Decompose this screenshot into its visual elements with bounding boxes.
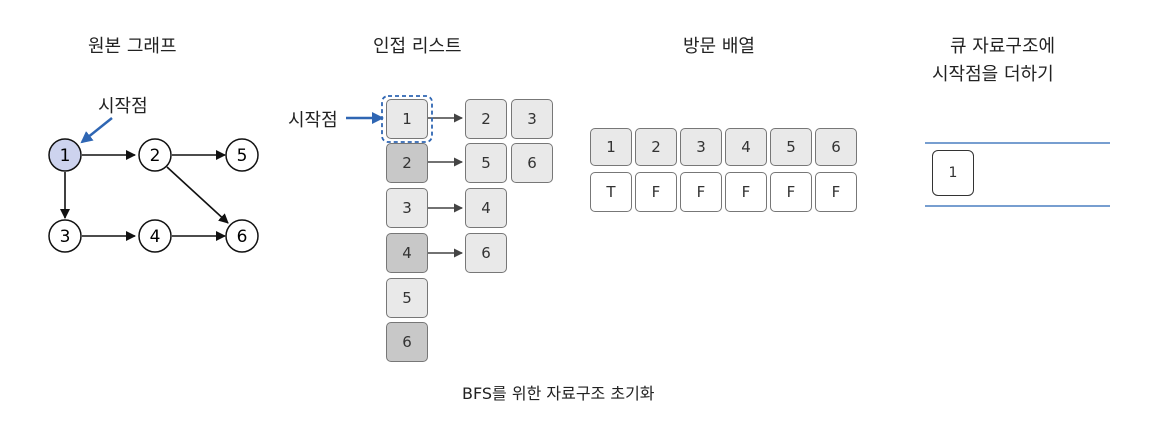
visited-value-3: F xyxy=(680,172,722,212)
visited-value-6: F xyxy=(815,172,857,212)
graph-node-4-label: 4 xyxy=(150,227,161,247)
graph-start-label: 시작점 xyxy=(98,96,148,117)
edge-2-6 xyxy=(166,166,229,224)
adj-start-label: 시작점 xyxy=(288,110,338,131)
visited-value-4: F xyxy=(725,172,767,212)
graph-node-6-label: 6 xyxy=(237,227,248,247)
graph-node-5 xyxy=(225,138,259,172)
figure-caption: BFS를 위한 자료구조 초기화 xyxy=(462,384,655,403)
visited-index-2: 2 xyxy=(635,128,677,166)
adjacency-title: 인접 리스트 xyxy=(373,36,462,57)
queue-item-1: 1 xyxy=(932,150,974,196)
graph-node-4 xyxy=(138,219,172,253)
graph-node-1-label: 1 xyxy=(60,146,71,166)
visited-index-6: 6 xyxy=(815,128,857,166)
queue-title-line2: 시작점을 더하기 xyxy=(932,64,1054,85)
graph-node-3 xyxy=(48,219,82,253)
adj-neighbor-2-5: 5 xyxy=(465,143,507,183)
graph-node-1 xyxy=(48,138,82,172)
graph-node-6 xyxy=(225,219,259,253)
visited-index-5: 5 xyxy=(770,128,812,166)
visited-title: 방문 배열 xyxy=(683,36,755,57)
adj-neighbor-2-6: 6 xyxy=(511,143,553,183)
visited-value-5: F xyxy=(770,172,812,212)
visited-value-1: T xyxy=(590,172,632,212)
adj-node-2: 2 xyxy=(386,143,428,183)
graph-title: 원본 그래프 xyxy=(88,36,177,57)
adj-node-6: 6 xyxy=(386,322,428,362)
graph-node-3-label: 3 xyxy=(60,227,71,247)
graph-node-2-label: 2 xyxy=(150,146,161,166)
visited-index-4: 4 xyxy=(725,128,767,166)
adj-node-1: 1 xyxy=(386,99,428,139)
adj-node-4: 4 xyxy=(386,233,428,273)
graph-node-5-label: 5 xyxy=(237,146,248,166)
visited-value-2: F xyxy=(635,172,677,212)
visited-index-1: 1 xyxy=(590,128,632,166)
adj-neighbor-1-3: 3 xyxy=(511,99,553,139)
adj-node-3: 3 xyxy=(386,188,428,228)
queue-title-line1: 큐 자료구조에 xyxy=(950,36,1056,57)
start-pointer-arrow xyxy=(80,117,113,144)
adj-neighbor-3-4: 4 xyxy=(465,188,507,228)
visited-index-3: 3 xyxy=(680,128,722,166)
adj-node-5: 5 xyxy=(386,278,428,318)
start-highlight-dashed xyxy=(381,95,433,143)
adj-neighbor-1-2: 2 xyxy=(465,99,507,139)
adj-neighbor-4-6: 6 xyxy=(465,233,507,273)
graph-node-2 xyxy=(138,138,172,172)
